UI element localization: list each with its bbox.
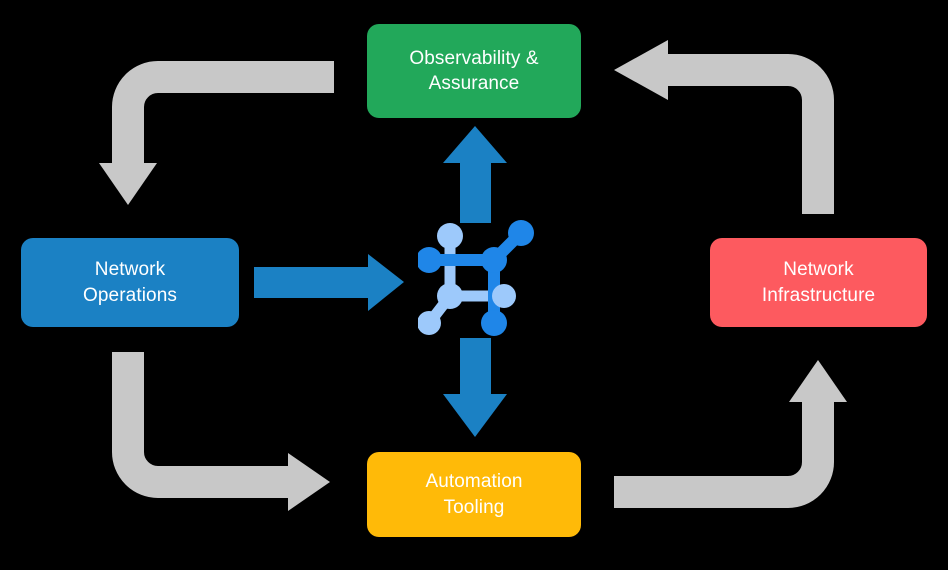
arrow-center-to-observability bbox=[443, 126, 507, 223]
arrow-operations-to-automation bbox=[112, 352, 330, 511]
box-label-network-infrastructure: Network Infrastructure bbox=[761, 259, 876, 306]
box-network-operations[interactable]: Network Operations bbox=[21, 238, 239, 327]
arrow-operations-to-center bbox=[254, 254, 404, 311]
arrow-infrastructure-to-observability bbox=[614, 40, 834, 214]
box-automation-tooling[interactable]: Automation Tooling bbox=[367, 452, 581, 537]
box-observability-assurance[interactable]: Observability & Assurance bbox=[367, 24, 581, 118]
box-label-observability: Observability & Assurance bbox=[409, 47, 539, 94]
network-topology-icon bbox=[418, 220, 534, 336]
arrow-center-to-automation bbox=[443, 338, 507, 437]
arrow-automation-to-infrastructure bbox=[614, 360, 847, 508]
box-label-automation-tooling: Automation Tooling bbox=[425, 471, 523, 518]
box-network-infrastructure[interactable]: Network Infrastructure bbox=[710, 238, 927, 327]
box-label-network-operations: Network Operations bbox=[83, 259, 177, 306]
arrow-observability-to-operations bbox=[99, 61, 334, 205]
